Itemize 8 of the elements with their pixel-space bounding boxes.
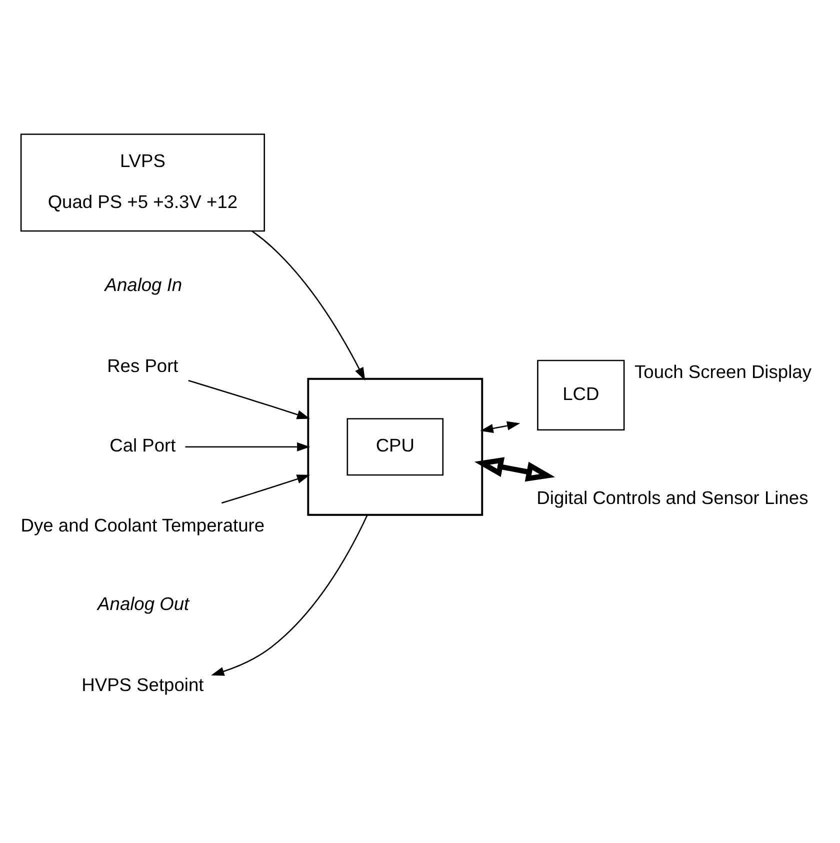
node-text: Dye and Coolant Temperature	[20, 514, 265, 535]
label: Analog Out	[98, 592, 190, 614]
node-label: Touch Screen Display	[634, 360, 812, 382]
node-text: Res Port	[107, 354, 178, 376]
node-text: Digital Controls and Sensor Lines	[536, 486, 808, 508]
node-text: HVPS Setpoint	[82, 674, 204, 695]
label: Analog In	[104, 273, 182, 294]
node-text: Cal Port	[110, 434, 176, 456]
